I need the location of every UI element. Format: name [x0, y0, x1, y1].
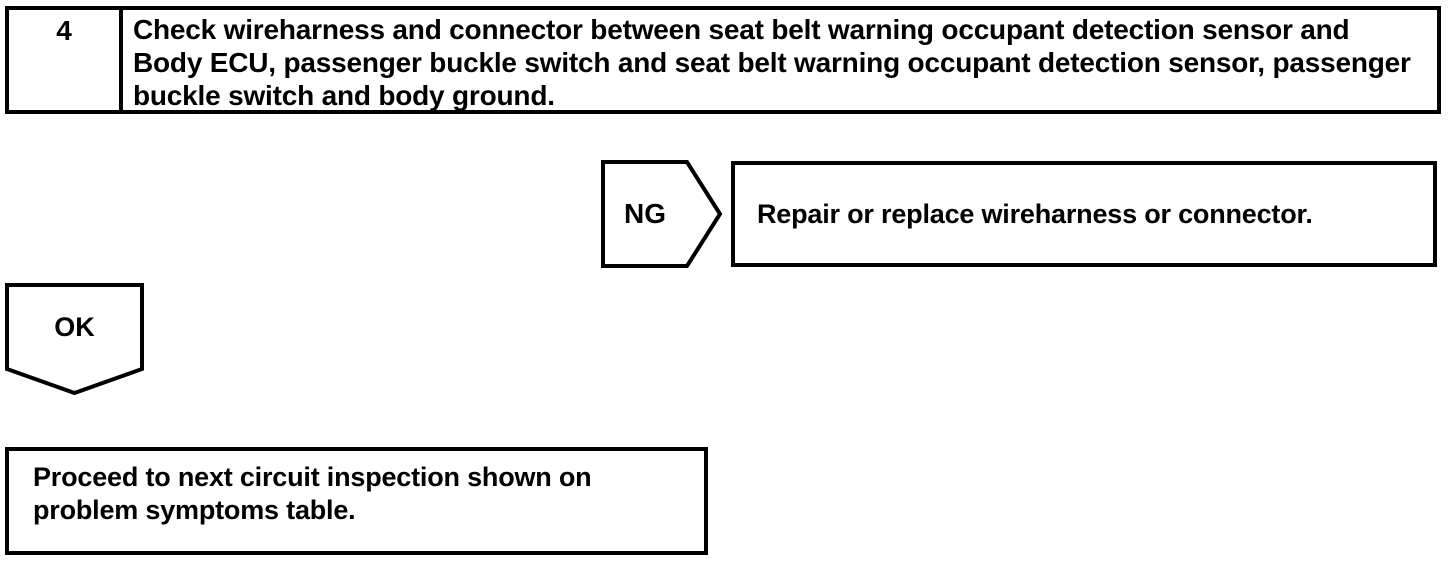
ng-branch: NG	[601, 160, 723, 268]
ok-branch: OK	[5, 283, 144, 395]
ng-action-box: Repair or replace wireharness or connect…	[731, 161, 1437, 267]
ng-action-text: Repair or replace wireharness or connect…	[757, 198, 1313, 229]
step-instruction: Check wireharness and connector between …	[133, 14, 1411, 111]
ok-label: OK	[54, 311, 95, 342]
step-box: 4 Check wireharness and connector betwee…	[5, 6, 1441, 114]
ok-action-box: Proceed to next circuit inspection shown…	[5, 447, 708, 555]
ok-arrow-down-icon	[5, 283, 144, 395]
ng-label: NG	[624, 198, 666, 229]
ok-action-text: Proceed to next circuit inspection shown…	[33, 462, 592, 525]
ng-arrow-right-icon	[601, 160, 723, 268]
step-number: 4	[9, 10, 123, 110]
